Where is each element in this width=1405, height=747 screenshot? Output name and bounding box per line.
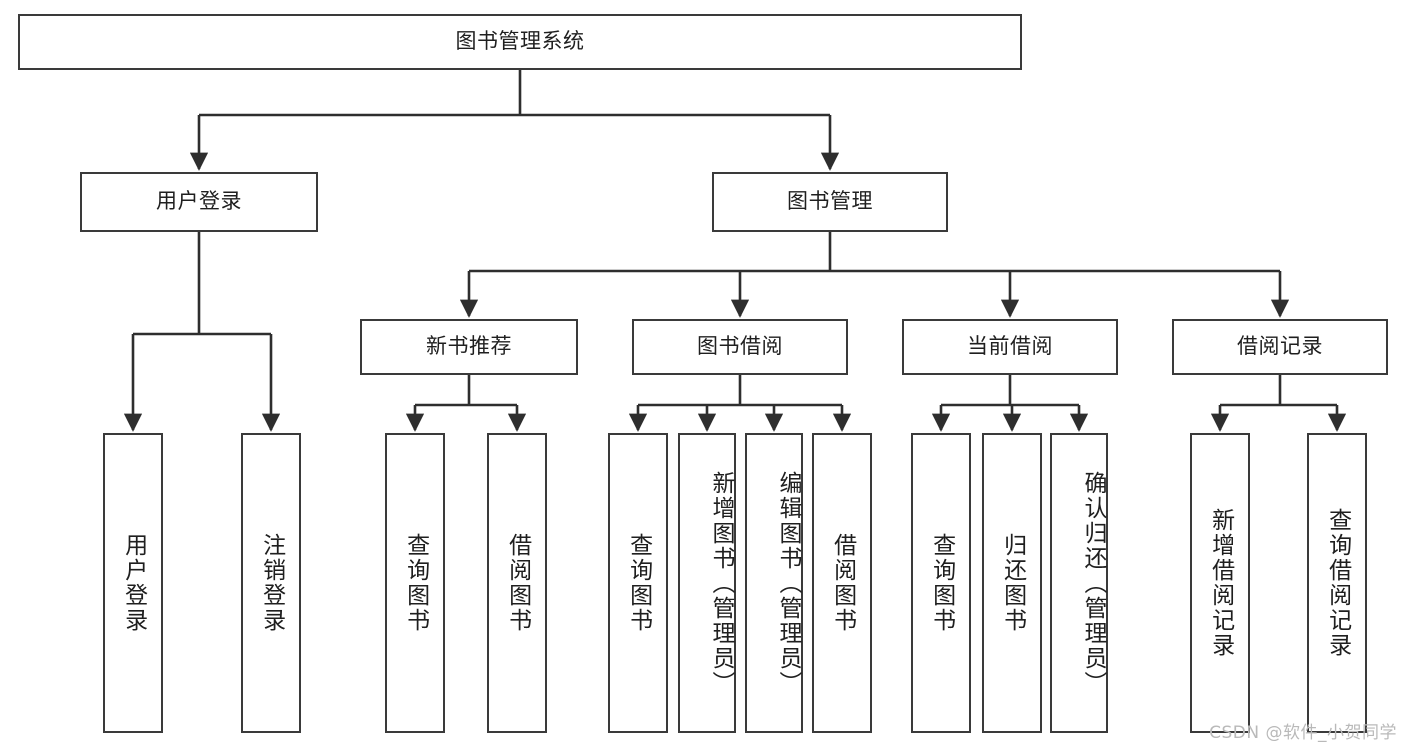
node-label: 图书管理系统 [455,29,585,54]
node-label: 注销登录 [258,533,285,633]
node-current-borrow[interactable]: 当前借阅 [902,319,1118,375]
node-label: 新增图书（管理员） [708,470,734,696]
node-label: 查询图书 [928,533,955,633]
node-label: 确认归还（管理员） [1080,470,1106,696]
node-leaf-logout[interactable]: 注销登录 [241,433,301,733]
node-leaf-add-record[interactable]: 新增借阅记录 [1190,433,1250,733]
node-borrow-record[interactable]: 借阅记录 [1172,319,1388,375]
node-leaf-query-book[interactable]: 查询图书 [608,433,668,733]
node-label: 查询图书 [625,533,652,633]
node-label: 用户登录 [156,189,242,214]
node-label: 新书推荐 [426,334,512,359]
node-leaf-query-book-rec[interactable]: 查询图书 [385,433,445,733]
node-label: 查询图书 [402,533,429,633]
watermark-text: CSDN @软件_小贺同学 [1209,723,1397,743]
node-label: 图书借阅 [697,334,783,359]
node-root[interactable]: 图书管理系统 [18,14,1022,70]
node-user-login[interactable]: 用户登录 [80,172,318,232]
node-label: 借阅记录 [1237,334,1323,359]
node-leaf-edit-book[interactable]: 编辑图书（管理员） [745,433,803,733]
node-new-book-rec[interactable]: 新书推荐 [360,319,578,375]
node-label: 借阅图书 [504,533,531,633]
node-label: 借阅图书 [829,533,856,633]
node-leaf-borrow-book[interactable]: 借阅图书 [812,433,872,733]
node-label: 用户登录 [120,533,147,633]
node-label: 查询借阅记录 [1324,508,1351,658]
node-book-borrow[interactable]: 图书借阅 [632,319,848,375]
node-label: 编辑图书（管理员） [775,470,801,696]
node-leaf-return-book[interactable]: 归还图书 [982,433,1042,733]
node-label: 图书管理 [787,189,873,214]
node-leaf-query-book-cur[interactable]: 查询图书 [911,433,971,733]
node-leaf-confirm-return[interactable]: 确认归还（管理员） [1050,433,1108,733]
node-book-manage[interactable]: 图书管理 [712,172,948,232]
node-leaf-user-login[interactable]: 用户登录 [103,433,163,733]
node-label: 当前借阅 [967,334,1053,359]
node-leaf-add-book[interactable]: 新增图书（管理员） [678,433,736,733]
node-label: 归还图书 [999,533,1026,633]
node-label: 新增借阅记录 [1207,508,1234,658]
node-leaf-borrow-book-rec[interactable]: 借阅图书 [487,433,547,733]
node-leaf-query-record[interactable]: 查询借阅记录 [1307,433,1367,733]
